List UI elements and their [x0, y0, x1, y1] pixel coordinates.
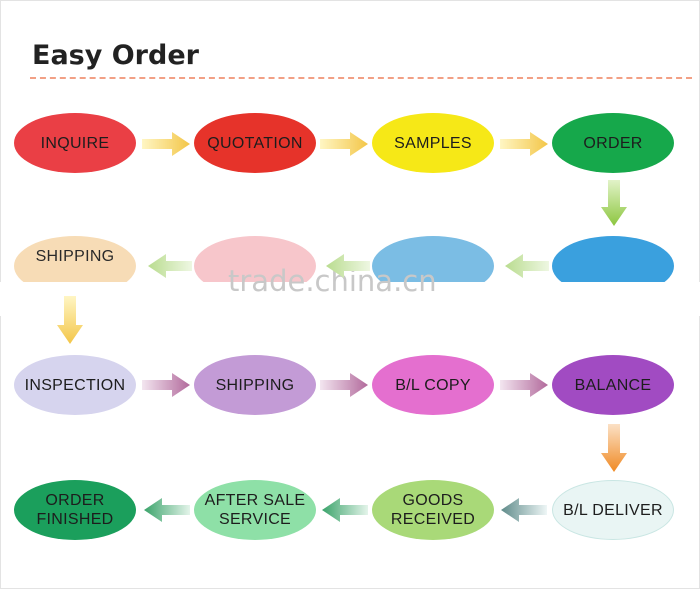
step-order-finished: ORDER FINISHED — [14, 480, 136, 540]
arrow-right-icon — [500, 373, 548, 397]
step-label-line2: SERVICE — [218, 511, 292, 528]
step-balance: BALANCE — [552, 355, 674, 415]
arrow-left-icon — [322, 498, 368, 522]
step-label: SAMPLES — [394, 134, 472, 152]
arrow-down-icon — [57, 296, 83, 344]
step-goods-received: GOODS RECEIVED — [372, 480, 494, 540]
step-bl-deliver: B/L DELIVER — [552, 480, 674, 540]
arrow-right-icon — [320, 132, 368, 156]
arrow-right-icon — [320, 373, 368, 397]
step-inquire: INQUIRE — [14, 113, 136, 173]
step-label-line2: FINISHED — [36, 511, 114, 528]
step-label-line1: GOODS — [402, 492, 464, 509]
step-label: BALANCE — [574, 376, 652, 394]
arrow-left-icon — [326, 254, 370, 278]
step-order: ORDER — [552, 113, 674, 173]
step-after-sale-service: AFTER SALE SERVICE — [194, 480, 316, 540]
step-label: SHIPPING — [215, 376, 295, 394]
arrow-right-icon — [142, 132, 190, 156]
step-label: INQUIRE — [40, 134, 110, 152]
arrow-left-icon — [505, 254, 549, 278]
obscuring-band — [0, 282, 700, 316]
step-label-line1: ORDER — [45, 492, 105, 509]
page-title: Easy Order — [32, 40, 199, 71]
arrow-down-icon — [601, 424, 627, 472]
step-label: SHIPPING — [35, 248, 115, 265]
step-bl-copy: B/L COPY — [372, 355, 494, 415]
step-label-line1: AFTER SALE — [204, 492, 306, 509]
arrow-right-icon — [500, 132, 548, 156]
step-samples: SAMPLES — [372, 113, 494, 173]
arrow-left-icon — [144, 498, 190, 522]
step-label: B/L DELIVER — [563, 501, 663, 519]
step-quotation: QUOTATION — [194, 113, 316, 173]
step-shipping: SHIPPING — [194, 355, 316, 415]
arrow-left-icon — [501, 498, 547, 522]
arrow-left-icon — [148, 254, 192, 278]
step-label: INSPECTION — [24, 376, 126, 394]
step-label: B/L COPY — [395, 376, 471, 394]
title-divider — [30, 77, 692, 79]
step-label: QUOTATION — [207, 134, 303, 152]
step-label-line2: RECEIVED — [390, 511, 476, 528]
arrow-right-icon — [142, 373, 190, 397]
step-label: ORDER — [583, 134, 643, 152]
arrow-down-icon — [601, 180, 627, 226]
step-inspection: INSPECTION — [14, 355, 136, 415]
